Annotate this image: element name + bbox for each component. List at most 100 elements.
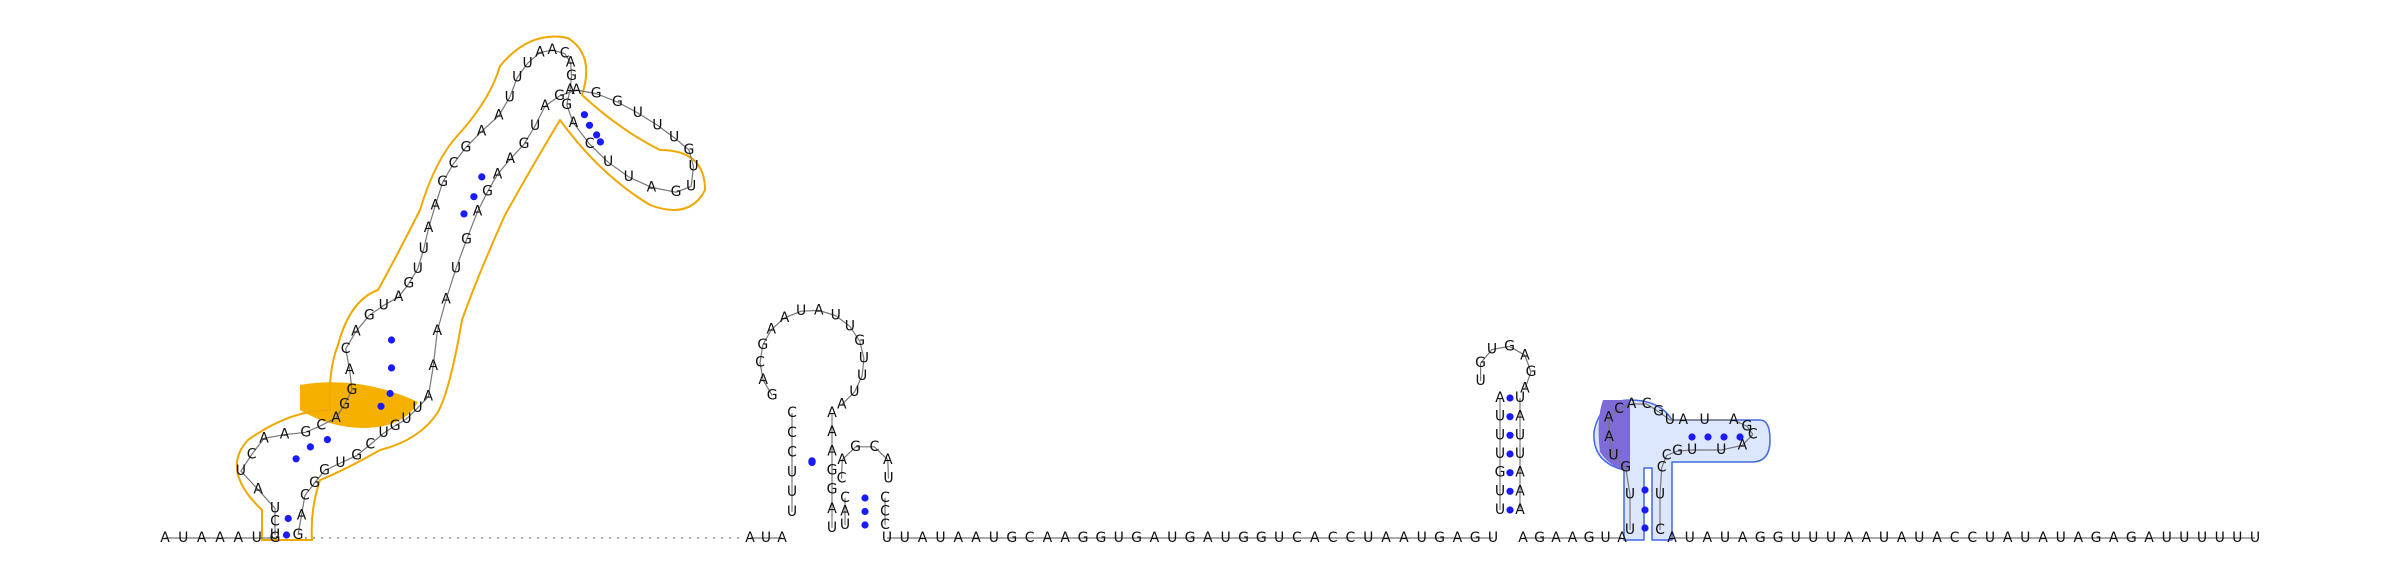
hairpin-3-loop-nt: U: [1487, 342, 1497, 358]
domain-nt: A: [548, 42, 558, 58]
domain-nt: C: [247, 447, 257, 463]
three-prime-strand-nt: A: [1932, 530, 1942, 546]
domain-nt: G: [390, 418, 401, 434]
linker-2-nt: C: [1292, 530, 1302, 546]
three-prime-strand-nt: U: [1791, 530, 1801, 546]
pseudoknot-nt: C: [1662, 448, 1672, 464]
highlight-layer: [235, 35, 1771, 541]
hairpin-2-stem-3p-nt: C: [880, 517, 890, 533]
domain-base-pair: [580, 111, 589, 119]
domain-nt: U: [378, 425, 388, 441]
domain-nt: A: [259, 430, 269, 446]
five-prime-strand-nt: U: [252, 530, 262, 546]
linker-2-nt: A: [918, 530, 928, 546]
hairpin-1-loop-nt: G: [767, 387, 778, 403]
hairpin-1-loop-nt: U: [859, 350, 869, 366]
linker-2-nt: U: [1167, 530, 1177, 546]
pseudoknot-nt: U: [1625, 522, 1635, 538]
pseudoknot-nt: C: [1748, 426, 1758, 442]
domain-nt: G: [319, 463, 330, 479]
linker-2-nt: G: [1095, 530, 1106, 546]
hairpin-3-stem-3p-nt: A: [1515, 502, 1525, 518]
three-prime-strand-nt: A: [1738, 530, 1748, 546]
hairpin-3-loop-nt: A: [1520, 381, 1530, 397]
domain-base-pair: [460, 210, 468, 218]
five-prime-strand-nt: A: [160, 530, 170, 546]
three-prime-strand-nt: A: [2109, 530, 2119, 546]
linker-2-nt: G: [1006, 530, 1017, 546]
domain-nt: A: [253, 482, 263, 498]
hairpin-1-base-pair: [808, 458, 816, 467]
hairpin-3-stem-5p-nt: U: [1495, 409, 1505, 425]
pseudoknot-base-pair: [1720, 433, 1728, 441]
domain-base-pair: [377, 402, 385, 410]
hairpin-2-loop-nt: C: [837, 471, 847, 487]
hairpin-1-loop-nt: U: [857, 368, 867, 384]
linker-2-nt: G: [1185, 530, 1196, 546]
domain-nt: U: [335, 455, 345, 471]
linker-3-nt: A: [1518, 530, 1528, 546]
hairpin-1-loop-nt: G: [757, 337, 768, 353]
linker-2-nt: U: [1220, 530, 1230, 546]
hairpin-3-stem-5p-nt: U: [1495, 502, 1505, 518]
three-prime-strand-nt: A: [1844, 530, 1854, 546]
linker-2-nt: U: [1363, 530, 1373, 546]
pseudoknot-nt: C: [1655, 522, 1665, 538]
domain-base-pair: [596, 138, 605, 146]
pseudoknot-nt: U: [1665, 412, 1675, 428]
three-prime-strand-nt: U: [2020, 530, 2030, 546]
three-prime-strand-nt: A: [1862, 530, 1872, 546]
hairpin-1-loop-nt: A: [780, 310, 790, 326]
hairpin-1-loop-nt: A: [767, 322, 777, 338]
domain-nt: A: [566, 55, 576, 71]
domain-nt: G: [461, 232, 472, 248]
domain-nt: A: [569, 115, 579, 131]
hairpin-3-stem-5p-nt: U: [1495, 483, 1505, 499]
linker-2-nt: A: [1203, 530, 1213, 546]
domain-nt: U: [633, 105, 643, 121]
pseudoknot-nt: G: [1620, 460, 1631, 476]
three-prime-strand-nt: U: [1826, 530, 1836, 546]
domain-nt: U: [413, 261, 423, 277]
three-prime-strand-nt: U: [2197, 530, 2207, 546]
three-prime-strand-nt: G: [2126, 530, 2137, 546]
domain-nt: U: [270, 500, 280, 516]
three-prime-strand-nt: U: [2232, 530, 2242, 546]
domain-nt: G: [591, 86, 602, 102]
domain-nt: G: [561, 97, 572, 113]
linker-2-nt: U: [1488, 530, 1498, 546]
hairpin-3-loop-nt: A: [1520, 347, 1530, 363]
domain-base-pair: [284, 514, 292, 523]
domain-nt: G: [437, 174, 448, 190]
domain-nt: U: [603, 154, 613, 170]
linker-2-nt: C: [1025, 530, 1035, 546]
domain-nt: A: [477, 124, 487, 140]
pseudoknot-nt: G: [1653, 404, 1664, 420]
hairpin-2-stem-3p-nt: C: [880, 504, 890, 520]
domain-nt: G: [403, 276, 414, 292]
domain-nt: A: [431, 197, 441, 213]
hairpin-3-stem-5p-nt: A: [1495, 390, 1505, 406]
linker-1-nt: A: [745, 530, 755, 546]
domain-nt: A: [494, 108, 504, 124]
domain-nt: G: [519, 136, 530, 152]
five-prime-strand-nt: U: [178, 530, 188, 546]
domain-nt: A: [565, 82, 575, 98]
pseudoknot-base-pair: [1736, 433, 1744, 441]
three-prime-strand-nt: U: [2179, 530, 2189, 546]
three-prime-strand-nt: G: [1755, 530, 1766, 546]
domain-nt: G: [460, 139, 471, 155]
linker-3-nt: G: [1584, 530, 1595, 546]
hairpin-1-loop-nt: U: [796, 303, 806, 319]
domain-nt: C: [341, 341, 351, 357]
hairpin-3-base-pair: [1506, 413, 1514, 421]
hairpin-1-stem-3p-nt: A: [827, 501, 837, 517]
hairpin-2-base-pair: [861, 521, 869, 529]
pseudoknot-base-pair: [1704, 433, 1712, 441]
hairpin-3-base-pair: [1506, 469, 1514, 477]
pseudoknot-nt: U: [1699, 412, 1709, 428]
linker-2-nt: G: [1131, 530, 1142, 546]
domain-nt: U: [512, 70, 522, 86]
pseudoknot-nt: A: [1729, 412, 1739, 428]
